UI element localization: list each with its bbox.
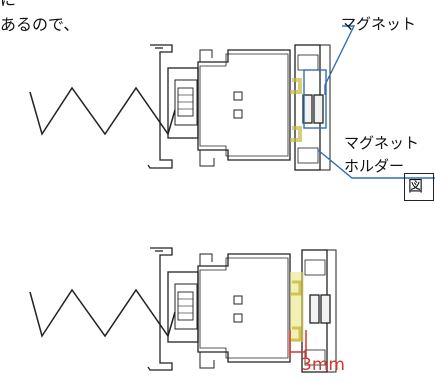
- callout-magnet-holder: [317, 149, 435, 179]
- intro-text-line-1: に: [0, 0, 16, 9]
- bottom-magnet-right: [320, 294, 331, 324]
- top-left-rail: [167, 67, 199, 139]
- top-left-flange: [147, 44, 173, 169]
- bottom-magnet-left: [309, 294, 320, 324]
- callout-magnet: [324, 25, 356, 95]
- bottom-diagram: [29, 247, 337, 373]
- intro-text-line-2: あるので、: [0, 15, 80, 34]
- top-magnet-right: [313, 94, 324, 124]
- top-main-frame: [197, 49, 291, 161]
- top-highlight-upper: [290, 78, 302, 94]
- bottom-pleat-zigzag: [29, 288, 176, 338]
- magnet-holder-label-line-2: ホルダー: [344, 157, 405, 175]
- magnet-holder-label-line-1: マグネット: [344, 134, 420, 152]
- bottom-left-flange: [147, 247, 173, 371]
- top-pleat-zigzag: [29, 86, 176, 136]
- top-diagram: [29, 25, 435, 179]
- figure-tag: 図: [404, 173, 434, 201]
- bottom-main-frame: [197, 253, 291, 363]
- dimension-bracket: [289, 330, 307, 358]
- magnet-label: マグネット: [341, 15, 417, 33]
- bottom-left-rail: [167, 271, 199, 343]
- top-highlight-lower: [290, 126, 302, 142]
- dimension-label: 3mm: [301, 355, 345, 375]
- top-magnet-left: [302, 94, 313, 124]
